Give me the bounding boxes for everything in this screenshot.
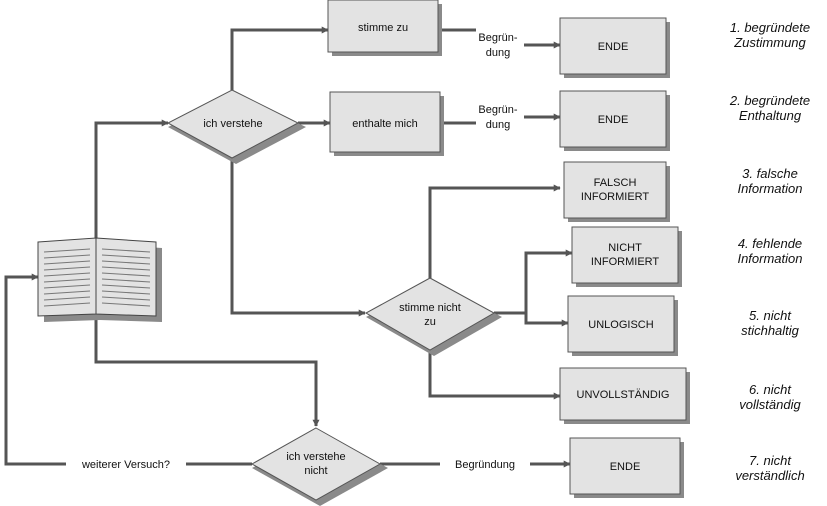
outcome-3-line1: 3. falsche [742, 166, 798, 181]
connector-disagree-to-misinformed [428, 184, 561, 278]
end-7-label: ENDE [610, 461, 641, 473]
outcome-labels: 1. begründete Zustimmung 2. begründete E… [729, 20, 810, 483]
understand-label: ich verstehe [203, 118, 262, 130]
edge-labels: Begrün- dung Begrün- dung Begründung wei… [81, 32, 518, 471]
agree-label: stimme zu [358, 22, 408, 34]
uninformed-label-line2: INFORMIERT [591, 256, 660, 268]
retry-label: weiterer Versuch? [81, 459, 170, 471]
end-1-label: ENDE [598, 41, 629, 53]
decision-not-understand: ich verstehe nicht [250, 427, 388, 506]
outcome-3-line2: Information [737, 181, 802, 196]
connectors [4, 26, 573, 468]
disagree-label-line1: stimme nicht [399, 302, 461, 314]
end-2-label: ENDE [598, 114, 629, 126]
box-incomplete: UNVOLLSTÄNDIG [559, 367, 690, 424]
box-illogical: UNLOGISCH [567, 295, 678, 356]
outcome-4-line1: 4. fehlende [738, 236, 802, 251]
abstain-label: enthalte mich [352, 118, 417, 130]
outcome-7-line1: 7. nicht [749, 453, 792, 468]
outcome-2-line1: 2. begründete [729, 93, 810, 108]
disagree-label-line2: zu [424, 316, 436, 328]
box-uninformed: NICHT INFORMIERT [571, 226, 682, 287]
box-end-1: ENDE [559, 17, 670, 78]
not-understand-label-line2: nicht [304, 465, 327, 477]
connector-split-to-illogical [524, 313, 569, 327]
outcome-5-line2: stichhaltig [741, 323, 800, 338]
box-misinformed: FALSCH INFORMIERT [563, 161, 670, 222]
reason-7-label: Begründung [455, 459, 515, 471]
reason-2-line1: Begrün- [478, 104, 517, 116]
illogical-label: UNLOGISCH [588, 319, 653, 331]
box-end-2: ENDE [559, 90, 670, 151]
box-abstain: enthalte mich [329, 91, 444, 156]
outcome-5-line1: 5. nicht [749, 308, 792, 323]
reason-1-line1: Begrün- [478, 32, 517, 44]
decision-understand: ich verstehe [166, 89, 306, 164]
connector-retry-b [4, 273, 66, 466]
misinformed-label-line2: INFORMIERT [581, 191, 650, 203]
outcome-4-line2: Information [737, 251, 802, 266]
outcome-1-line1: 1. begründete [730, 20, 810, 35]
connector-book-to-not-understand [94, 318, 320, 427]
outcome-7-line2: verständlich [735, 468, 804, 483]
box-agree: stimme zu [327, 0, 442, 56]
outcome-6-line1: 6. nicht [749, 382, 792, 397]
misinformed-label-line1: FALSCH [594, 177, 637, 189]
box-end-7: ENDE [569, 437, 684, 498]
reason-2-line2: dung [486, 119, 510, 131]
uninformed-label-line1: NICHT [608, 242, 642, 254]
connector-disagree-to-incomplete [428, 350, 561, 400]
connector-book-to-understand [94, 119, 169, 240]
outcome-6-line2: vollständig [739, 397, 801, 412]
connector-understand-to-agree [230, 26, 329, 90]
not-understand-label-line1: ich verstehe [286, 451, 345, 463]
reason-1-line2: dung [486, 47, 510, 59]
decision-disagree: stimme nicht zu [364, 277, 502, 356]
incomplete-label: UNVOLLSTÄNDIG [577, 389, 670, 401]
outcome-1-line2: Zustimmung [733, 35, 806, 50]
connector-disagree-to-split [494, 249, 573, 315]
open-book-icon [37, 237, 162, 322]
connector-understand-to-disagree [230, 160, 366, 317]
outcome-2-line2: Enthaltung [739, 108, 802, 123]
